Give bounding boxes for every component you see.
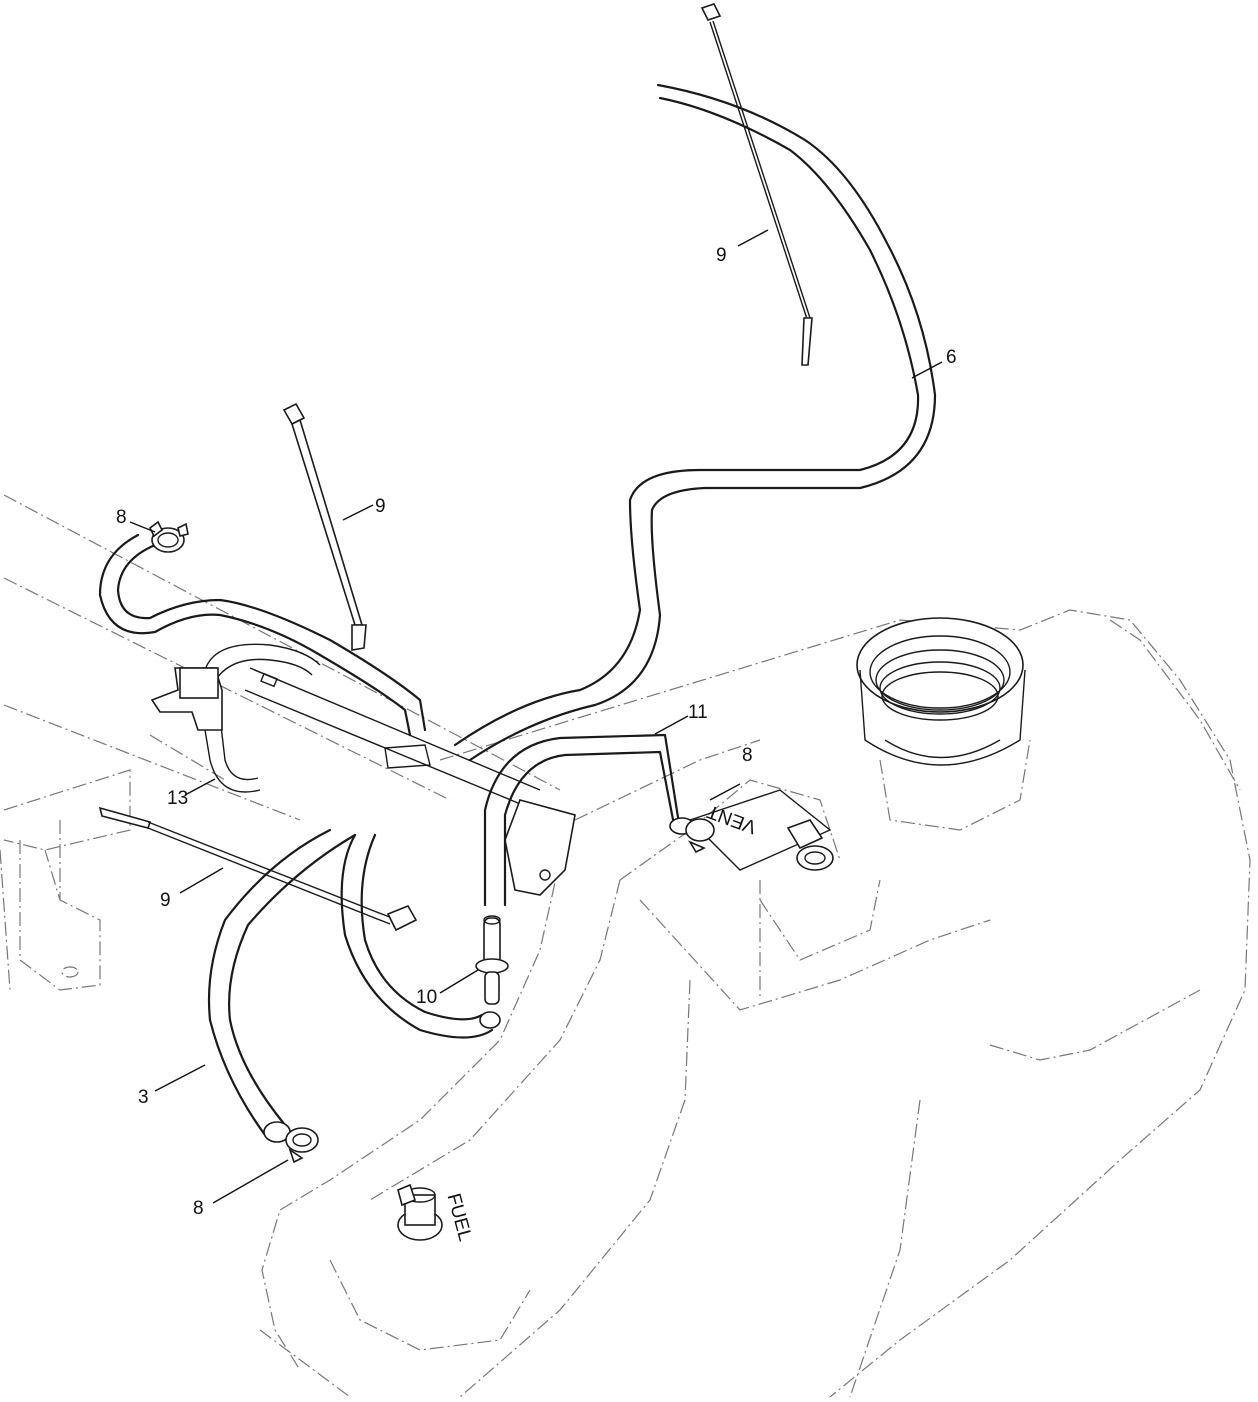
leader-lines [129, 229, 943, 1204]
cable-tie-9-top [700, 3, 813, 366]
clamp-8-top [148, 520, 189, 553]
fuel-fitting: FUEL [397, 1183, 476, 1244]
callout-11: 11 [688, 702, 708, 723]
callout-9-top: 9 [716, 245, 727, 266]
fuel-embossed-label: FUEL [443, 1191, 476, 1243]
callout-9-middle: 9 [375, 496, 386, 517]
hose-3 [207, 828, 357, 1143]
callout-8-right: 8 [742, 745, 753, 766]
frame-phantom [0, 494, 561, 991]
fitting-10 [475, 915, 509, 1005]
clamp-8-right [669, 817, 715, 854]
vent-fitting: VENT [688, 789, 834, 871]
frame-tube [244, 667, 541, 811]
hose-lower-loop [340, 833, 501, 1039]
hose-11 [483, 733, 682, 907]
filler-neck [856, 617, 1026, 766]
cable-tie-9-lower [98, 806, 418, 932]
callout-8-top-left: 8 [116, 507, 127, 528]
fuel-tank-phantom [259, 609, 1251, 1398]
callout-6: 6 [946, 347, 957, 368]
clamp-8-bottom [285, 1127, 319, 1164]
cable-tie-9-middle [282, 402, 367, 651]
hose-6 [453, 83, 937, 762]
callout-10: 10 [416, 987, 437, 1008]
callout-9-lower: 9 [160, 890, 171, 911]
callout-3: 3 [138, 1087, 149, 1108]
callout-labels: 9 6 9 8 11 8 13 9 10 3 8 [116, 245, 957, 1219]
bracket-plate [504, 799, 576, 896]
hose-upper-left [98, 533, 427, 737]
clip-13 [150, 643, 321, 793]
callout-8-bottom: 8 [193, 1198, 204, 1219]
callout-13: 13 [167, 788, 188, 809]
